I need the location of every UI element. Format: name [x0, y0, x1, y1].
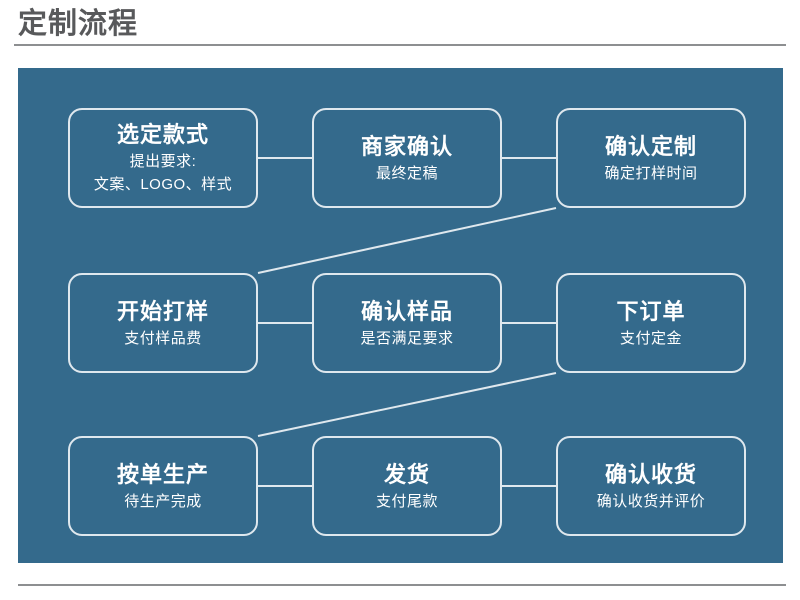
flow-step-confirm-sample[interactable]: 确认样品 是否满足要求	[312, 273, 502, 373]
flow-step-subtitle-1: 是否满足要求	[360, 329, 454, 347]
title-divider	[14, 44, 786, 46]
flow-step-title: 发货	[383, 461, 430, 487]
flow-step-merchant-confirm[interactable]: 商家确认 最终定稿	[312, 108, 502, 208]
flow-step-confirm-custom[interactable]: 确认定制 确定打样时间	[556, 108, 746, 208]
flow-step-produce-to-order[interactable]: 按单生产 待生产完成	[68, 436, 258, 536]
flow-step-subtitle-1: 支付样品费	[124, 329, 202, 347]
flow-step-place-order[interactable]: 下订单 支付定金	[556, 273, 746, 373]
flow-step-subtitle-1: 确认收货并评价	[596, 492, 706, 510]
flow-step-title: 选定款式	[116, 122, 209, 147]
page-header: 定制流程	[0, 0, 800, 52]
flow-step-title: 开始打样	[116, 298, 209, 324]
flow-step-title: 确认定制	[604, 133, 697, 159]
connector-step3-step4	[257, 207, 557, 274]
flow-step-select-style[interactable]: 选定款式 提出要求: 文案、LOGO、样式	[68, 108, 258, 208]
connector-step6-step7	[257, 372, 557, 437]
page-title: 定制流程	[18, 8, 139, 40]
flow-step-title: 确认收货	[604, 461, 697, 487]
flow-step-subtitle-1: 提出要求:	[129, 153, 197, 170]
flow-step-subtitle-1: 最终定稿	[375, 164, 438, 182]
flow-step-title: 按单生产	[116, 461, 209, 487]
flow-step-start-sample[interactable]: 开始打样 支付样品费	[68, 273, 258, 373]
flow-step-subtitle-1: 确定打样时间	[604, 164, 698, 182]
flow-step-subtitle-2: 文案、LOGO、样式	[93, 176, 233, 193]
flow-step-ship[interactable]: 发货 支付尾款	[312, 436, 502, 536]
flow-step-subtitle-1: 支付尾款	[375, 492, 438, 510]
flow-step-subtitle-1: 支付定金	[619, 329, 682, 347]
flow-diagram-panel: 选定款式 提出要求: 文案、LOGO、样式 商家确认 最终定稿 确认定制 确定打…	[18, 68, 783, 563]
bottom-divider	[18, 584, 786, 586]
flow-step-confirm-receipt[interactable]: 确认收货 确认收货并评价	[556, 436, 746, 536]
flow-step-subtitle-1: 待生产完成	[124, 492, 202, 510]
flow-step-title: 商家确认	[360, 133, 453, 159]
flow-step-title: 确认样品	[360, 298, 453, 324]
flow-step-title: 下订单	[616, 298, 686, 324]
